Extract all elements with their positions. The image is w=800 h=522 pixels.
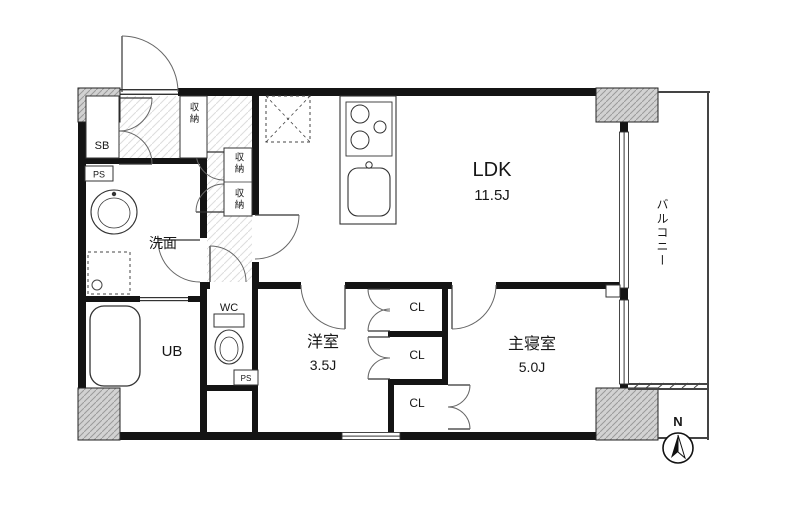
master-bedroom-label: 主寝室 [508, 334, 556, 353]
storage-cabinet-label-1: 収納 [233, 151, 245, 175]
service-box [605, 284, 621, 298]
window-bedroom [619, 299, 629, 385]
washing-machine-pan [87, 251, 131, 295]
shoe-box-label: SB [95, 140, 110, 152]
balcony-label: バルコニー [655, 198, 669, 268]
master-bedroom-area-label: 5.0J [519, 359, 545, 375]
ps-top-label: PS [93, 170, 105, 180]
ldk-label: LDK [473, 159, 513, 181]
washroom-door-arc [157, 239, 201, 283]
closet-middle-doors [367, 336, 391, 380]
compass: N [662, 414, 694, 464]
ps-box-bottom [233, 369, 259, 386]
column-top-right [595, 87, 659, 123]
closet-label-3: CL [409, 396, 425, 410]
wc-door-arc [209, 245, 247, 283]
kitchen-sink [347, 161, 391, 217]
storage-closet-top [179, 95, 208, 159]
western-room-area-label: 3.5J [310, 357, 336, 373]
window-western-room [341, 432, 401, 440]
storage-top-label: 収納 [188, 101, 200, 125]
north-arrow [671, 435, 678, 458]
toilet [213, 313, 245, 365]
bathtub [89, 305, 141, 387]
washroom-label: 洗面 [149, 235, 177, 251]
toilet-label: WC [220, 302, 238, 314]
structural-columns [77, 87, 659, 441]
closet-top-doors [367, 288, 391, 332]
stove [345, 101, 393, 157]
washbasin [90, 189, 138, 235]
western-room-door-arc [300, 284, 346, 330]
shoe-box [85, 95, 120, 159]
closet-label-2: CL [409, 348, 425, 362]
closet-label-1: CL [409, 300, 425, 314]
storage-cabinet-label-2: 収納 [233, 187, 245, 211]
bath-door [140, 297, 188, 302]
master-bedroom-door-arc [451, 284, 497, 330]
hall-ldk-door-arc [254, 214, 300, 260]
balcony-divider [628, 382, 707, 390]
hall-cabinet [223, 147, 253, 217]
entrance-door-arc [121, 35, 179, 93]
shoe-box-doors [118, 97, 153, 165]
western-room-label: 洋室 [307, 333, 339, 351]
window-ldk [619, 131, 629, 289]
column-bottom-right [595, 387, 659, 441]
entrance-threshold [120, 89, 178, 95]
entry-floor [119, 96, 180, 158]
refrigerator-space [265, 95, 311, 143]
ps-box-top [84, 165, 114, 182]
ldk-area-label: 11.5J [474, 187, 510, 204]
column-bottom-left [77, 387, 121, 441]
unit-bath-label: UB [162, 343, 183, 360]
ps-bottom-label: PS [241, 374, 252, 383]
closet-bottom-doors [447, 384, 471, 430]
north-label: N [673, 414, 682, 429]
